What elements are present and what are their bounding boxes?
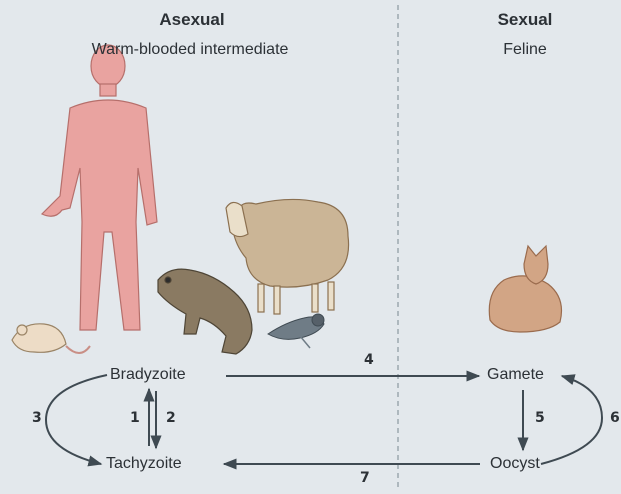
arrow-6 [541, 376, 602, 464]
bird-figure [268, 314, 324, 348]
stage-bradyzoite: Bradyzoite [110, 366, 186, 384]
stage-oocyst: Oocyst [490, 455, 540, 473]
sexual-subtitle: Feline [503, 41, 547, 59]
step-7-label: 7 [360, 470, 370, 486]
stage-gamete: Gamete [487, 366, 544, 384]
step-3-label: 3 [32, 410, 42, 426]
step-5-label: 5 [535, 410, 545, 426]
cat-figure [489, 246, 561, 332]
sexual-title: Sexual [498, 10, 553, 30]
human-figure [42, 45, 157, 330]
step-2-label: 2 [166, 410, 176, 426]
sheep-figure [226, 199, 349, 314]
stage-tachyzoite: Tachyzoite [106, 455, 182, 473]
asexual-subtitle: Warm-blooded intermediate [92, 41, 289, 59]
arrow-3 [46, 375, 107, 464]
step-6-label: 6 [610, 410, 620, 426]
asexual-title: Asexual [159, 10, 224, 30]
mouse-figure [12, 324, 90, 353]
ferret-figure [158, 269, 252, 354]
step-1-label: 1 [130, 410, 140, 426]
step-4-label: 4 [364, 352, 374, 368]
